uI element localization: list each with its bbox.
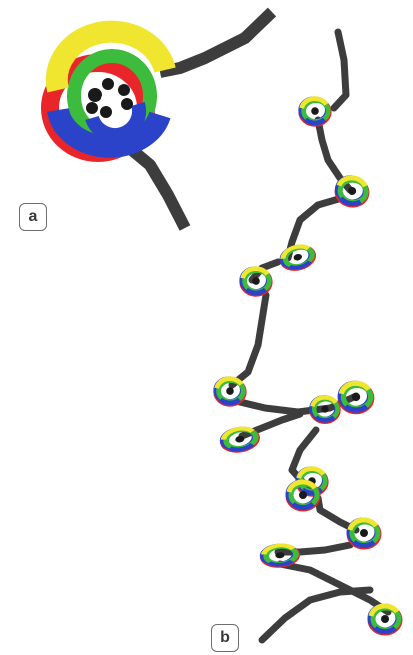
- panel-a-closeup: [50, 12, 272, 228]
- panel-b-fiber: [216, 32, 400, 640]
- core-bead: [100, 106, 112, 118]
- core-bead: [121, 98, 133, 110]
- panel-label-a: a: [19, 203, 47, 231]
- coil-10: [288, 482, 318, 509]
- coil-3: [280, 243, 316, 272]
- coil-7: [312, 397, 339, 421]
- core-bead: [118, 84, 130, 96]
- coil-2: [335, 176, 369, 208]
- coil-5: [216, 379, 245, 405]
- coil-12: [262, 544, 298, 567]
- core-bead: [88, 88, 102, 102]
- backbone-strand: [160, 12, 272, 72]
- ring-blue: [92, 104, 139, 135]
- coil-4: [242, 269, 271, 295]
- coil-8: [221, 426, 259, 453]
- panel-label-b: b: [211, 624, 239, 652]
- coil-1: [301, 99, 330, 125]
- coil-13: [370, 606, 400, 633]
- coil-6: [340, 383, 372, 411]
- coil-11: [349, 520, 379, 547]
- core-bead: [102, 78, 114, 90]
- core-bead: [86, 102, 98, 114]
